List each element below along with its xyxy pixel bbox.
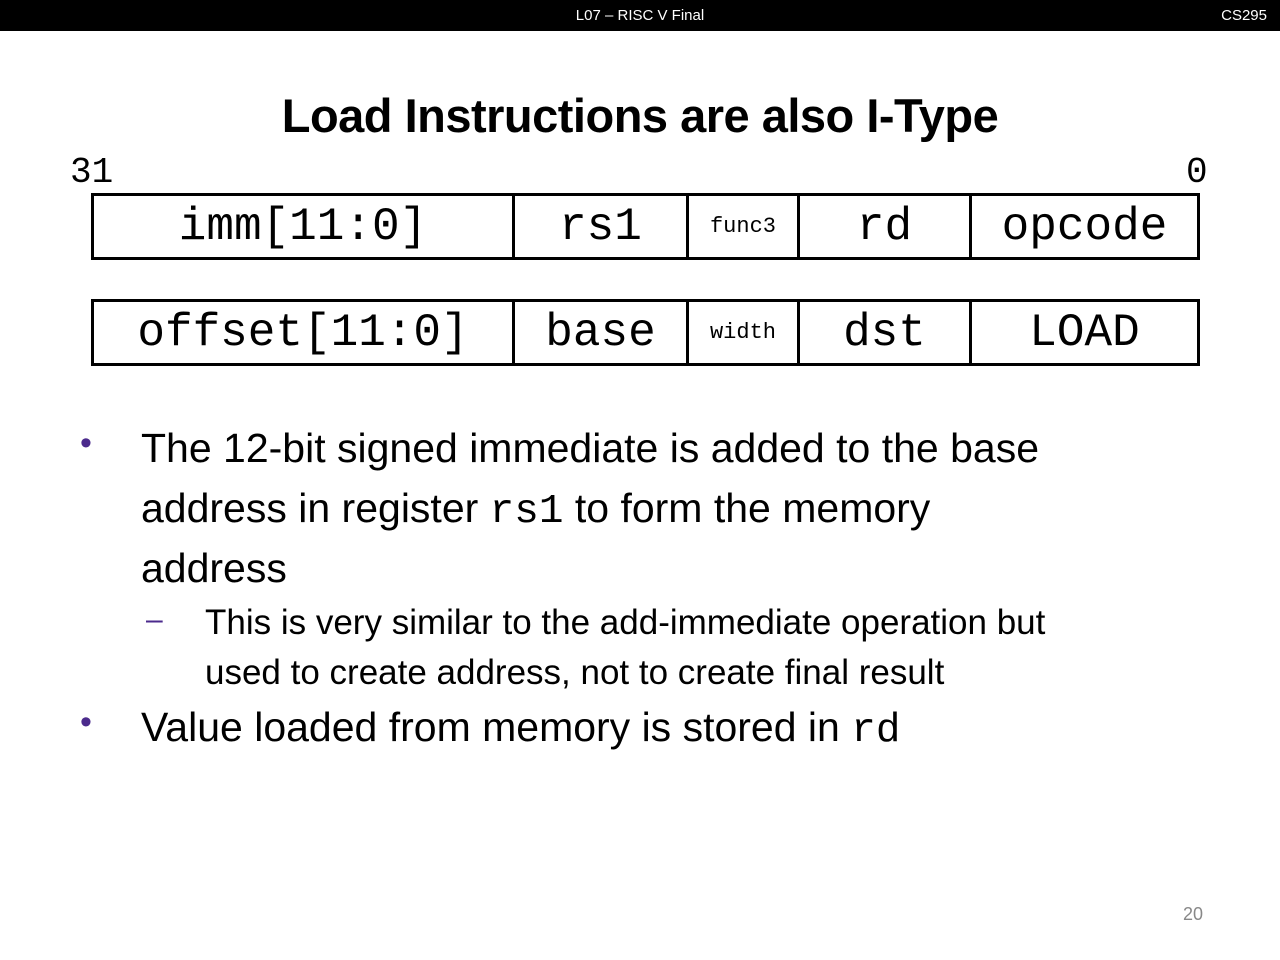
bullet-1-line-2: address in register rs1 to form the memo… [141,478,930,542]
field-width: width [689,302,800,363]
field-func3: func3 [689,196,800,257]
bullet-1-line-3: address [141,545,287,591]
code-rs1: rs1 [489,489,564,535]
slide-header-bar: L07 – RISC V Final CS295 [0,0,1280,31]
field-rs1: rs1 [515,196,689,257]
load-format-row: offset[11:0] base width dst LOAD [91,299,1200,366]
field-load: LOAD [1029,306,1140,359]
course-code: CS295 [1221,7,1267,24]
sub-bullet-line-1: This is very similar to the add-immediat… [205,603,1046,642]
field-imm: imm[11:0] [94,196,515,257]
i-type-format-row: imm[11:0] rs1 func3 rd opcode [91,193,1200,260]
code-rd: rd [851,708,901,754]
bit-31-label: 31 [70,152,114,193]
field-dst: dst [800,302,972,363]
dash-icon: – [146,603,163,636]
page-number: 20 [1182,904,1203,924]
field-opcode: opcode [1001,200,1168,253]
bullet-1-line-1: The 12-bit signed immediate is added to … [141,425,1039,471]
text: Value loaded from memory is stored in [141,704,852,750]
text: to form the memory [563,485,931,531]
bullet-2: Value loaded from memory is stored in rd [141,697,900,761]
field-base: base [515,302,689,363]
slide-title: Load Instructions are also I-Type [281,89,999,142]
sub-bullet-line-2: used to create address, not to create fi… [205,653,945,692]
bullet-icon: • [80,703,92,741]
bit-0-label: 0 [1186,152,1208,193]
lecture-title: L07 – RISC V Final [575,7,705,24]
bullet-icon: • [80,424,92,462]
text: address in register [141,485,490,531]
field-rd: rd [800,196,972,257]
field-offset: offset[11:0] [94,302,515,363]
